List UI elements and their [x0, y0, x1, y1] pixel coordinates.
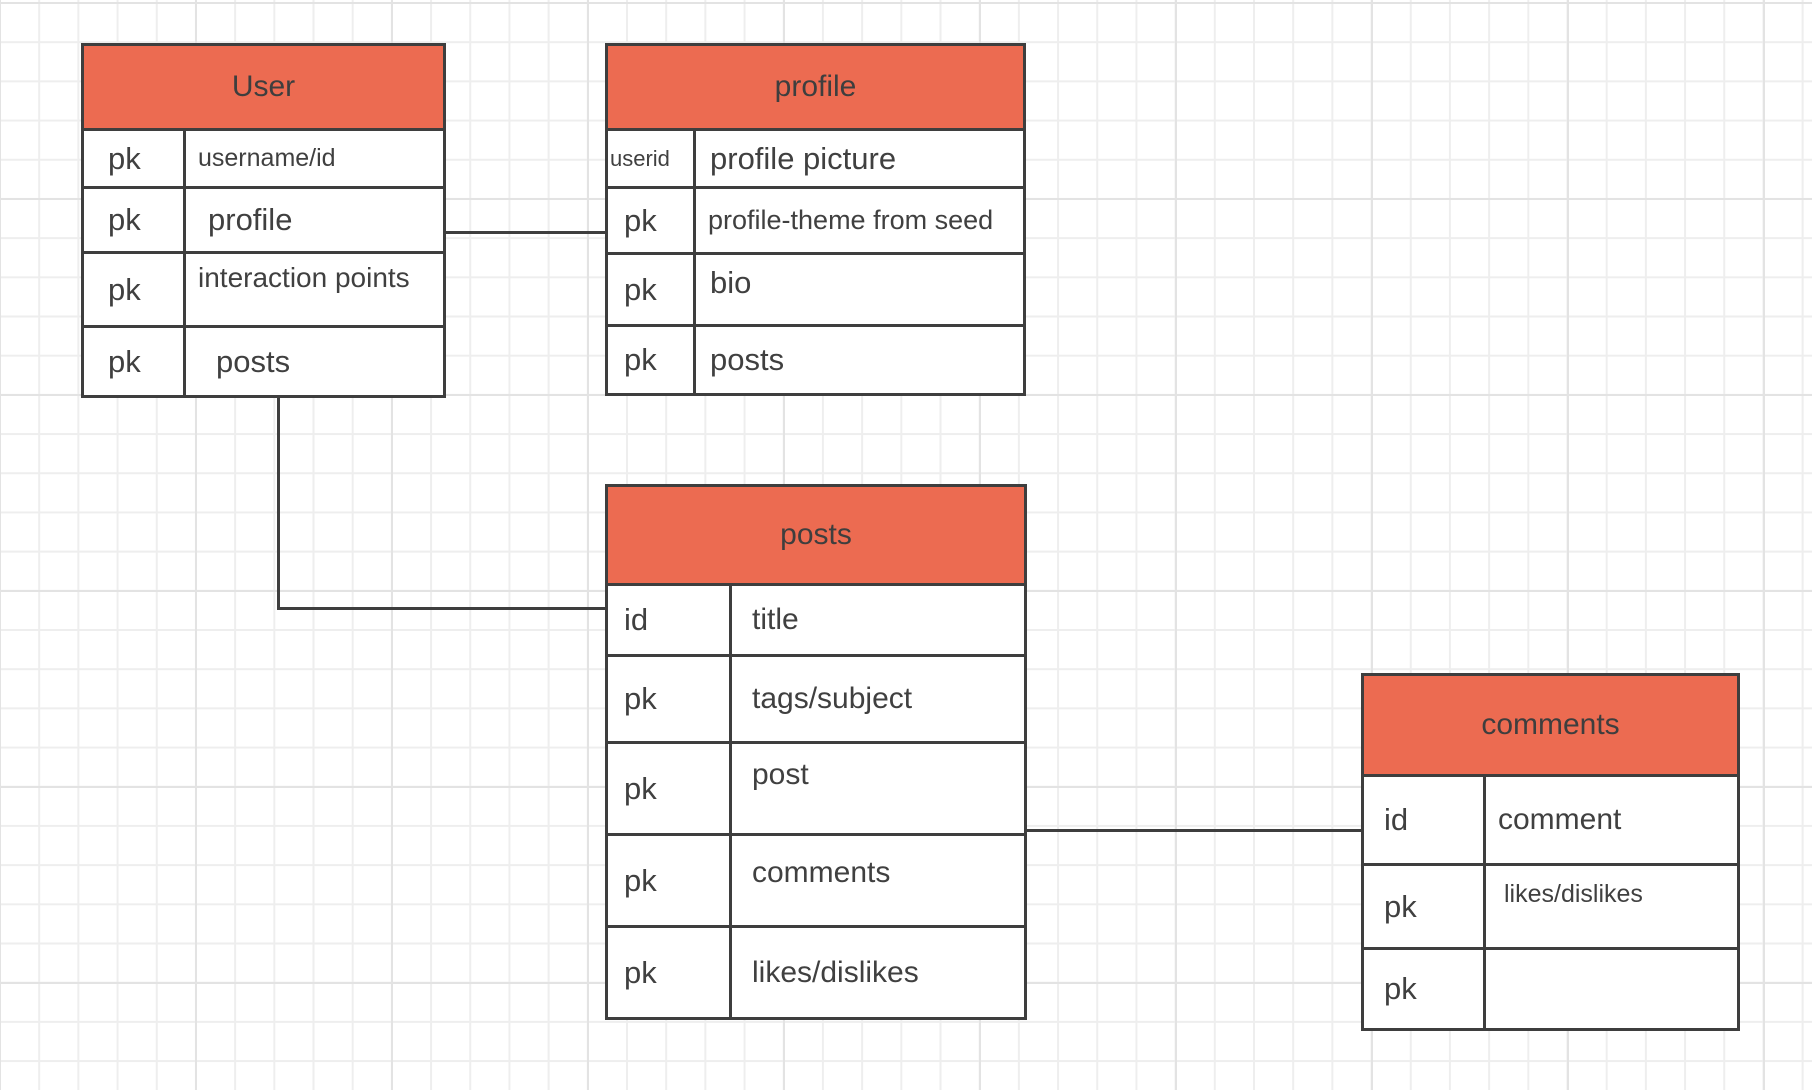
entity-posts-title[interactable]: posts: [608, 487, 1024, 583]
row-value: post: [752, 758, 809, 791]
entity-profile-row-theme[interactable]: pk profile-theme from seed: [608, 186, 1023, 252]
row-value: posts: [710, 342, 785, 377]
row-value: profile-theme from seed: [708, 205, 994, 235]
row-key: pk: [1364, 950, 1486, 1028]
row-key: pk: [84, 189, 186, 251]
row-value: profile: [208, 202, 293, 237]
connector-user-to-profile[interactable]: [446, 231, 606, 234]
entity-posts-row-comments[interactable]: pk comments: [608, 833, 1024, 925]
entity-comments-row-comment[interactable]: id comment: [1364, 774, 1737, 863]
row-value: title: [752, 603, 799, 636]
entity-user-row-interaction-points[interactable]: pk interaction points: [84, 251, 443, 325]
entity-comments-title[interactable]: comments: [1364, 676, 1737, 774]
row-value: comment: [1498, 803, 1622, 836]
entity-profile-row-posts[interactable]: pk posts: [608, 324, 1023, 393]
entity-comments-row-likes[interactable]: pk likes/dislikes: [1364, 863, 1737, 947]
row-key: pk: [608, 189, 696, 252]
entity-posts[interactable]: posts id title pk tags/subject pk post p…: [605, 484, 1027, 1020]
row-key: userid: [608, 131, 696, 186]
row-key: pk: [1364, 866, 1486, 947]
row-key: pk: [84, 131, 186, 186]
row-key: pk: [608, 657, 732, 741]
entity-comments[interactable]: comments id comment pk likes/dislikes pk: [1361, 673, 1740, 1031]
entity-user-title[interactable]: User: [84, 46, 443, 128]
row-value: likes/dislikes: [1504, 880, 1643, 908]
entity-user-row-username[interactable]: pk username/id: [84, 128, 443, 186]
row-key: pk: [608, 327, 696, 393]
connector-posts-to-comments[interactable]: [1027, 829, 1361, 832]
entity-profile-title[interactable]: profile: [608, 46, 1023, 128]
entity-user[interactable]: User pk username/id pk profile pk intera…: [81, 43, 446, 398]
entity-posts-row-title[interactable]: id title: [608, 583, 1024, 654]
entity-profile-row-profile-picture[interactable]: userid profile picture: [608, 128, 1023, 186]
row-value: profile picture: [710, 140, 897, 176]
entity-posts-row-tags[interactable]: pk tags/subject: [608, 654, 1024, 741]
row-key: id: [608, 586, 732, 654]
entity-user-row-posts[interactable]: pk posts: [84, 325, 443, 395]
row-value: comments: [752, 856, 891, 889]
row-value: username/id: [198, 144, 336, 172]
entity-profile[interactable]: profile userid profile picture pk profil…: [605, 43, 1026, 396]
row-value: bio: [710, 265, 752, 300]
row-key: pk: [84, 328, 186, 395]
row-key: pk: [608, 255, 696, 324]
row-key: pk: [608, 928, 732, 1017]
row-key: pk: [608, 744, 732, 833]
row-key: pk: [608, 836, 732, 925]
entity-user-row-profile[interactable]: pk profile: [84, 186, 443, 251]
row-value: likes/dislikes: [752, 955, 919, 989]
entity-posts-row-post[interactable]: pk post: [608, 741, 1024, 833]
entity-profile-row-bio[interactable]: pk bio: [608, 252, 1023, 324]
row-value: posts: [216, 343, 291, 379]
connector-user-to-posts-vertical[interactable]: [277, 398, 280, 610]
row-value: [1486, 950, 1737, 1028]
row-key: pk: [84, 254, 186, 325]
row-value: interaction points: [198, 262, 410, 293]
connector-user-to-posts-horizontal[interactable]: [277, 607, 608, 610]
entity-posts-row-likes[interactable]: pk likes/dislikes: [608, 925, 1024, 1017]
entity-comments-row-empty[interactable]: pk: [1364, 947, 1737, 1028]
row-value: tags/subject: [752, 682, 913, 715]
row-key: id: [1364, 777, 1486, 863]
